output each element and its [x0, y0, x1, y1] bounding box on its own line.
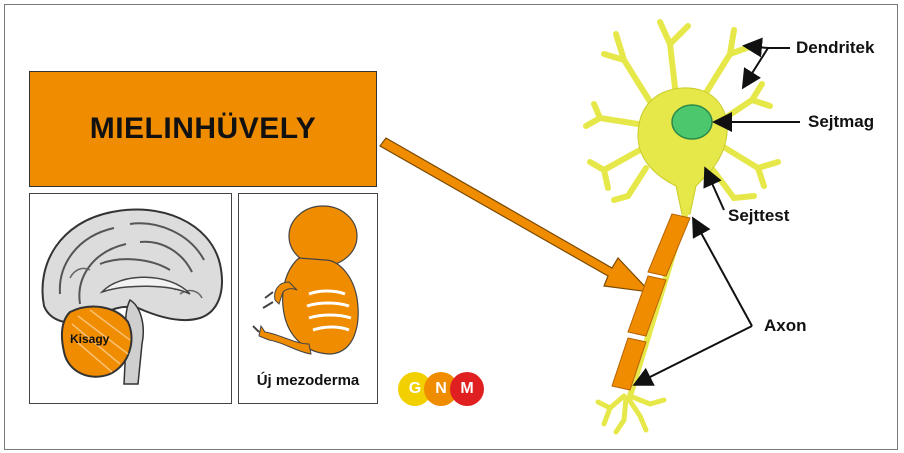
- label-nucleus: Sejtmag: [808, 112, 874, 132]
- axon-terminals: [598, 396, 664, 432]
- axon: [612, 212, 690, 396]
- nucleus: [672, 105, 712, 139]
- label-axon: Axon: [764, 316, 807, 336]
- myelin-segment-1: [648, 214, 690, 276]
- mielin-pointer-arrow: [380, 138, 650, 292]
- label-dendrites: Dendritek: [796, 38, 874, 58]
- label-cell-body: Sejttest: [728, 206, 789, 226]
